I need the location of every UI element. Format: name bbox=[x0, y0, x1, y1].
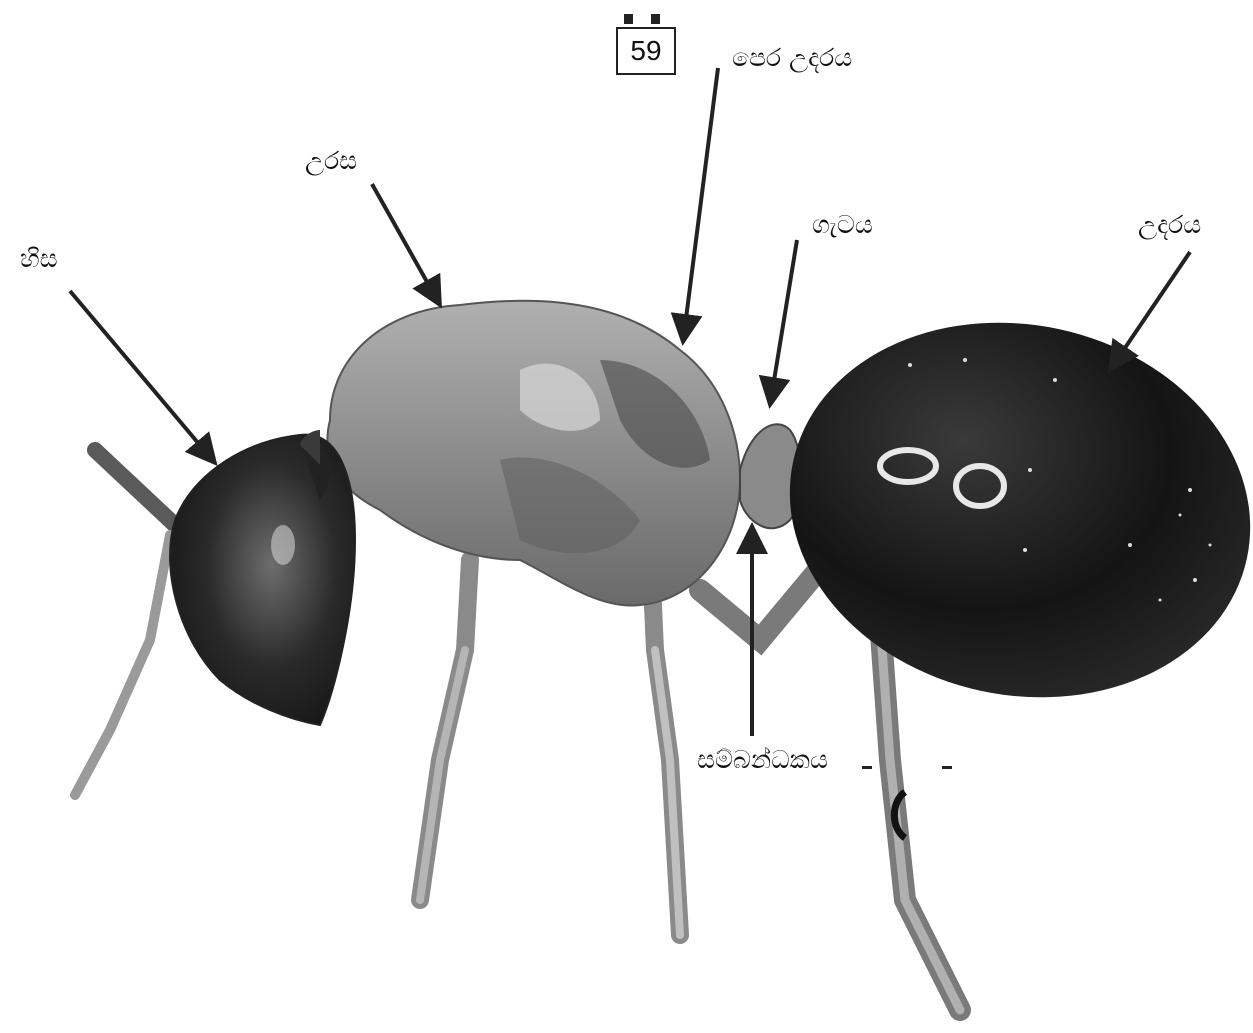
label-connector: සම්බන්ධකය bbox=[697, 747, 828, 772]
abdomen-shape bbox=[755, 281, 1253, 739]
label-thorax: උරස bbox=[305, 148, 357, 173]
arrow-abdomen bbox=[1110, 252, 1190, 370]
label-petiole-node: ගැටය bbox=[812, 212, 873, 237]
scan-mark bbox=[942, 766, 952, 769]
arrow-front-abdomen bbox=[683, 68, 718, 342]
arrow-thorax bbox=[372, 184, 440, 305]
label-front-abdomen: පෙර උදරය bbox=[732, 45, 852, 70]
antennae bbox=[75, 450, 175, 795]
arrow-petiole-node bbox=[770, 240, 797, 405]
page-number-badge: 59 bbox=[616, 27, 676, 75]
badge-binding-tab-left bbox=[624, 14, 633, 24]
label-head: හිස bbox=[20, 246, 58, 271]
label-abdomen: උදරය bbox=[1138, 212, 1201, 237]
badge-binding-tab-right bbox=[651, 14, 660, 24]
scan-mark bbox=[862, 766, 872, 769]
arrow-head bbox=[70, 291, 215, 463]
